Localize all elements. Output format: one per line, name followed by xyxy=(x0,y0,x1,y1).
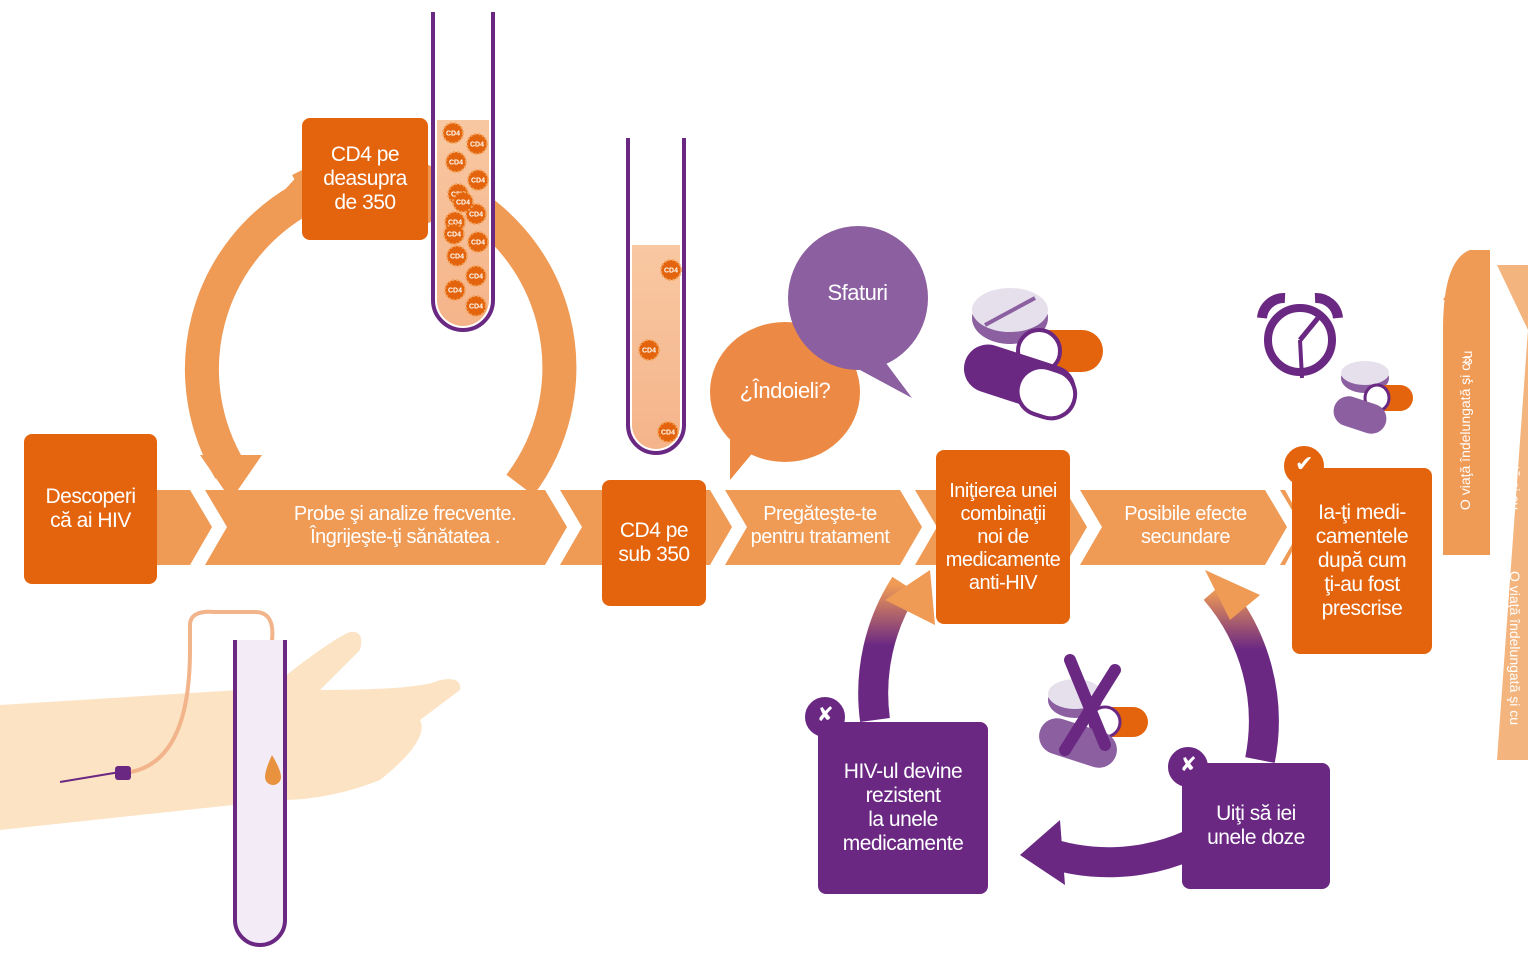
long-life-text-cu: cu xyxy=(1459,350,1475,366)
cd4-cell xyxy=(444,279,466,301)
cd4-cell-label: CD4 xyxy=(470,142,484,149)
cross-mark-forget: ✘ xyxy=(1179,752,1197,776)
cd4-cell-label: CD4 xyxy=(469,304,483,311)
cd4-cell-label: CD4 xyxy=(449,160,463,167)
cd4-cell xyxy=(466,133,488,155)
long-life-arrows xyxy=(1443,250,1528,760)
cd4-cell xyxy=(452,191,474,213)
step-cd4-above-label: CD4 pe deasupra de 350 xyxy=(323,142,407,215)
cd4-cell-label: CD4 xyxy=(661,430,675,437)
cd4-cell xyxy=(467,231,489,253)
cd4-cell-label: CD4 xyxy=(642,348,656,355)
long-life-text-down-2: O viaţă îndelungată şi cu xyxy=(1507,570,1523,726)
cd4-cell-label: CD4 xyxy=(471,178,485,185)
step-discover-label: Descoperi că ai HIV xyxy=(45,484,136,532)
adherence-cycle xyxy=(858,570,1279,885)
step-frequent-tests-label: Probe şi analize frecvente. Îngrijeşte-ţ… xyxy=(293,503,517,548)
cd4-cell xyxy=(660,259,682,281)
cd4-cell-label: CD4 xyxy=(446,131,460,138)
long-life-text-down-1: O viaţă îndelungată şi cu xyxy=(1507,355,1523,511)
step-side-effects-label: Posibile efecte secundare xyxy=(1124,503,1247,548)
cd4-cell-label: CD4 xyxy=(456,200,470,207)
cd4-cell-label: CD4 xyxy=(447,232,461,239)
cd4-cell-label: CD4 xyxy=(450,254,464,261)
pill-icon xyxy=(1333,361,1413,434)
arm-with-blood-draw xyxy=(0,609,461,947)
step-cd4-above-350: CD4 pe deasupra de 350 xyxy=(302,118,428,240)
cd4-cell-label: CD4 xyxy=(448,288,462,295)
cd4-cell xyxy=(467,169,489,191)
step-take-medication-label: Ia-ţi medi- camentele după cum ţi-au fos… xyxy=(1315,500,1409,621)
missed-dose-pills xyxy=(1039,654,1148,768)
cd4-cell-label: CD4 xyxy=(448,220,462,227)
step-take-medication: Ia-ţi medi- camentele după cum ţi-au fos… xyxy=(1292,468,1432,654)
step-initiation-label: Iniţierea unei combinaţii noi de medicam… xyxy=(945,479,1061,594)
step-discover-hiv: Descoperi că ai HIV xyxy=(24,434,157,584)
cd4-cells-high: CD4CD4CD4CD4CD4CD4CD4CD4CD4CD4CD4CD4CD4C… xyxy=(442,122,489,317)
cd4-cell-label: CD4 xyxy=(469,212,483,219)
advice-bubble xyxy=(788,226,928,398)
cd4-cell xyxy=(465,295,487,317)
cd4-cell-label: CD4 xyxy=(471,240,485,247)
cd4-cell xyxy=(465,203,487,225)
blood-drop-icon xyxy=(265,755,281,785)
cd4-cell xyxy=(638,339,660,361)
cd4-cell xyxy=(442,122,464,144)
test-tube-icon xyxy=(626,138,686,455)
cd4-cell xyxy=(445,151,467,173)
cd4-cell xyxy=(443,223,465,245)
capsule-icon xyxy=(963,344,1078,421)
test-tube-icon xyxy=(233,640,287,947)
step-cd4-below-350: CD4 pe sub 350 xyxy=(602,480,706,606)
cd4-cell-label: CD4 xyxy=(664,268,678,275)
check-mark: ✔ xyxy=(1295,452,1313,477)
cd4-cell xyxy=(657,421,679,443)
step-cd4-below-label: CD4 pe sub 350 xyxy=(618,518,690,566)
alarm-clock-icon xyxy=(1257,293,1343,379)
step-hiv-resistant: HIV-ul devine rezistent la unele medicam… xyxy=(818,722,988,894)
step-forget-doses-label: Uiţi să iei unele doze xyxy=(1207,801,1305,849)
cross-mark-resistant: ✘ xyxy=(816,702,834,726)
advice-bubble-text: Sfaturi xyxy=(827,280,888,305)
cd4-cell xyxy=(446,245,468,267)
step-prepare-treatment-label: Pregăteşte-te pentru tratament xyxy=(750,503,890,548)
cd4-cell xyxy=(465,265,487,287)
cd4-cell-label: CD4 xyxy=(469,274,483,281)
cross-icon xyxy=(1064,654,1111,751)
step-initiation: Iniţierea unei combinaţii noi de medicam… xyxy=(936,450,1070,624)
step-forget-doses: Uiţi să iei unele doze xyxy=(1182,763,1330,889)
step-hiv-resistant-label: HIV-ul devine rezistent la unele medicam… xyxy=(842,759,964,856)
syringe-icon xyxy=(115,766,131,780)
doubts-bubble-text: ¿Îndoieli? xyxy=(739,378,831,403)
